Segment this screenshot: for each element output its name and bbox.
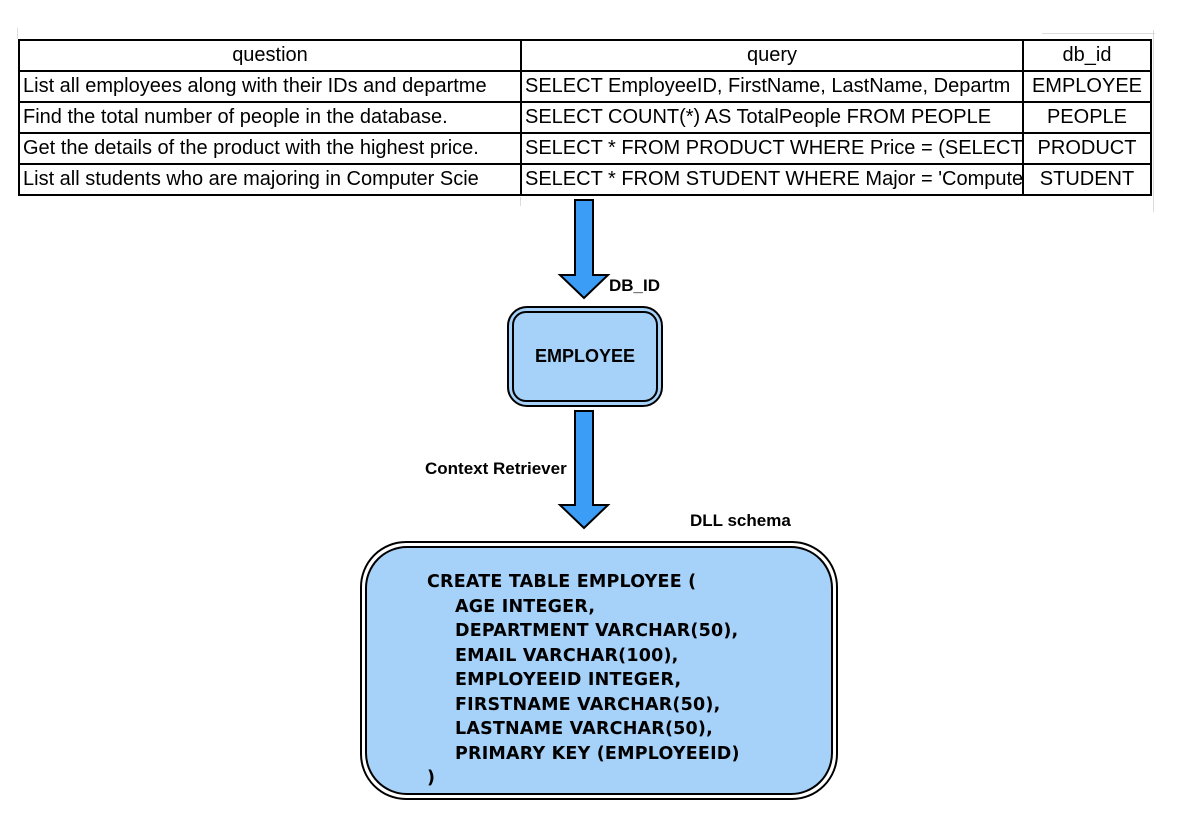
cell-query: SELECT * FROM PRODUCT WHERE Price = (SEL… <box>520 132 1024 165</box>
table-row: Find the total number of people in the d… <box>18 101 1152 134</box>
table-row: List all employees along with their IDs … <box>18 70 1152 103</box>
schema-code-line: ) <box>427 768 436 788</box>
schema-code-line: PRIMARY KEY (EMPLOYEEID) <box>455 743 740 764</box>
dll-schema-label: DLL schema <box>690 511 791 530</box>
schema-node-body: CREATE TABLE EMPLOYEE ( AGE INTEGER, DEP… <box>365 546 833 795</box>
table-header-row: question query db_id <box>18 39 1152 72</box>
cell-question: Find the total number of people in the d… <box>18 101 522 134</box>
schema-code-line: FIRSTNAME VARCHAR(50), <box>455 694 721 715</box>
cell-db-id: PEOPLE <box>1022 101 1152 134</box>
gridline-artifact <box>520 197 521 206</box>
schema-code-line: EMPLOYEEID INTEGER, <box>455 670 682 690</box>
schema-code-line: CREATE TABLE EMPLOYEE ( <box>427 572 697 592</box>
cell-question: Get the details of the product with the … <box>18 132 522 165</box>
gridline-artifact <box>1153 30 1154 212</box>
qa-table: question query db_id List all employees … <box>18 39 1152 196</box>
cell-db-id: PRODUCT <box>1022 132 1152 165</box>
column-header-db-id: db_id <box>1022 39 1152 72</box>
gridline-artifact <box>17 28 18 39</box>
schema-code: CREATE TABLE EMPLOYEE ( AGE INTEGER, DEP… <box>427 570 821 791</box>
db-id-label: DB_ID <box>609 276 661 295</box>
column-header-question: question <box>18 39 522 72</box>
employee-node: EMPLOYEE <box>507 306 663 407</box>
cell-query: SELECT EmployeeID, FirstName, LastName, … <box>520 70 1024 103</box>
cell-query: SELECT * FROM STUDENT WHERE Major = 'Com… <box>520 163 1024 196</box>
cell-db-id: EMPLOYEE <box>1022 70 1152 103</box>
column-header-query: query <box>520 39 1024 72</box>
cell-db-id: STUDENT <box>1022 163 1152 196</box>
cell-question: List all employees along with their IDs … <box>18 70 522 103</box>
gridline-artifact <box>1042 33 1155 34</box>
cell-query: SELECT COUNT(*) AS TotalPeople FROM PEOP… <box>520 101 1024 134</box>
schema-node: CREATE TABLE EMPLOYEE ( AGE INTEGER, DEP… <box>360 541 838 800</box>
schema-code-line: AGE INTEGER, <box>455 596 596 617</box>
cell-question: List all students who are majoring in Co… <box>18 163 522 196</box>
down-arrow-icon <box>557 199 611 300</box>
table-row: Get the details of the product with the … <box>18 132 1152 165</box>
schema-code-line: EMAIL VARCHAR(100), <box>455 645 679 666</box>
table-row: List all students who are majoring in Co… <box>18 163 1152 196</box>
down-arrow-icon <box>557 410 611 530</box>
employee-node-label: EMPLOYEE <box>512 311 658 402</box>
schema-code-line: DEPARTMENT VARCHAR(50), <box>455 621 739 641</box>
schema-code-line: LASTNAME VARCHAR(50), <box>455 719 713 739</box>
context-retriever-label: Context Retriever <box>425 459 567 478</box>
